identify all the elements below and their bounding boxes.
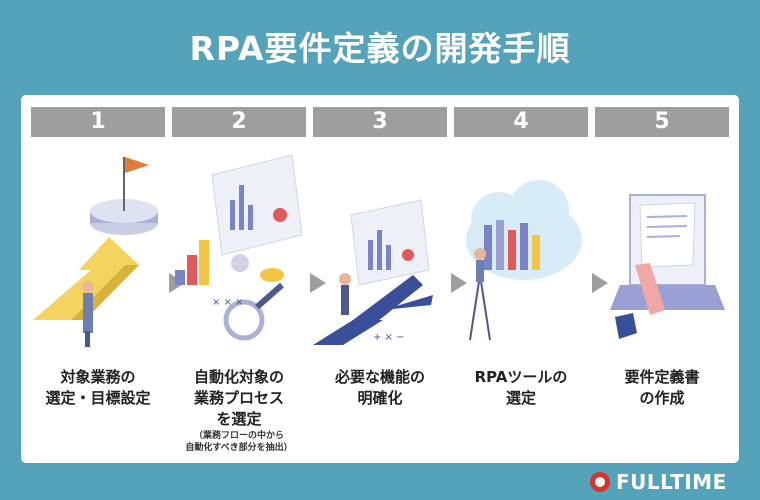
step-4: 4 RPAツールの 選定 xyxy=(454,107,588,447)
step-label: 必要な機能の 明確化 xyxy=(334,368,425,407)
step-label: RPAツールの 選定 xyxy=(474,368,568,407)
step-number: 5 xyxy=(595,107,729,137)
flow-arrow-icon xyxy=(451,273,467,293)
step-number: 2 xyxy=(172,107,306,137)
target-goal-illustration xyxy=(33,157,158,347)
flow-arrow-icon xyxy=(592,273,608,293)
svg-text:× × ×: × × × xyxy=(212,297,244,308)
cloud-tool-illustration xyxy=(466,180,582,341)
step-number: 3 xyxy=(313,107,447,137)
flow-arrow-icon xyxy=(310,273,326,293)
step-label: 対象業務の 選定・目標設定 xyxy=(45,368,151,407)
brand-logo: FULLTIME xyxy=(590,470,727,494)
document-laptop-illustration xyxy=(610,194,725,339)
step-5: 5 要件定義書 の作成 xyxy=(595,107,729,447)
fulltime-logo-icon xyxy=(590,472,610,492)
brand-name: FULLTIME xyxy=(616,470,727,494)
step-label: 要件定義書 の作成 xyxy=(624,368,700,407)
step-label: 自動化対象の 業務プロセス を選定 （業務フローの中から 自動化すべき部分を抽出… xyxy=(185,368,293,453)
function-clarify-illustration: + × − xyxy=(313,199,433,345)
process-analysis-illustration: × × × xyxy=(175,154,303,341)
step-2: 2 × × × 自動化対象の 業務プロセス を選定 （業務フローの中から 自動化… xyxy=(172,107,306,453)
page-title: RPA要件定義の開発手順 xyxy=(189,29,571,68)
step-3: 3 + × − 必要な機能の 明確化 xyxy=(313,107,447,447)
step-number: 1 xyxy=(31,107,165,137)
svg-text:+ × −: + × − xyxy=(373,332,405,343)
step-number: 4 xyxy=(454,107,588,137)
step-1: 1 対象業務の 選定・目標設定 xyxy=(31,107,165,447)
steps-panel: 1 対象業務の 選定・目標設定 2 xyxy=(21,95,739,463)
